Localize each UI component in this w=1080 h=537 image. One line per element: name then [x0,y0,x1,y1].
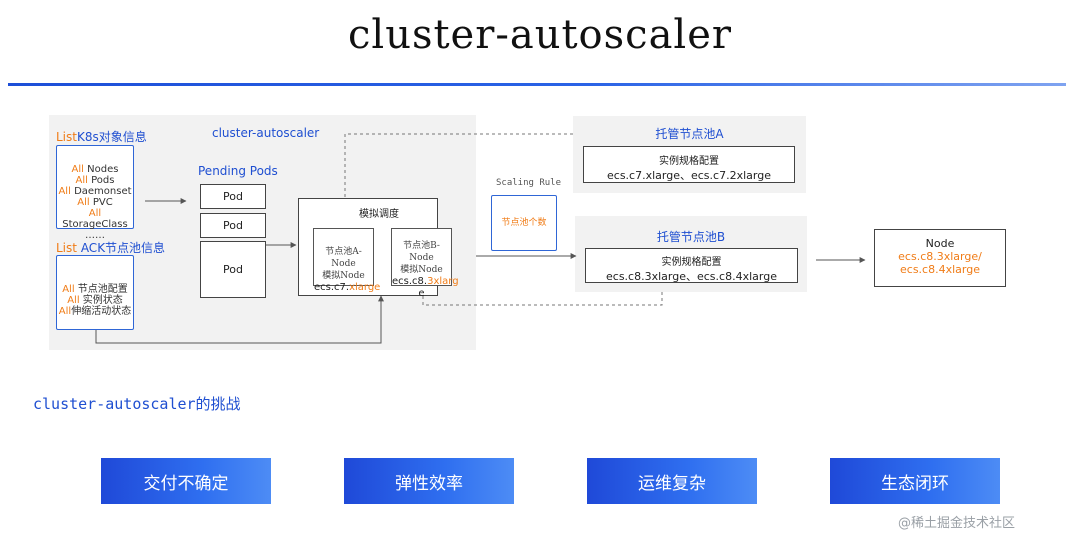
pending-pod: Pod [200,184,266,209]
challenge-ops-complexity: 运维复杂 [587,458,757,504]
k8s-item: All Pods [75,175,115,186]
node-pool-b-spec-box: 实例规格配置 ecs.c8.3xlarge、ecs.c8.4xlarge [585,248,798,283]
pending-pod: Pod [200,213,266,238]
simulate-title: 模拟调度 [359,209,399,220]
title-divider [8,83,1066,86]
dashed-pool-b-to-node-b [420,287,663,306]
ack-pools-doc: All 节点池配置 All 实例状态 All伸缩活动状态 [56,255,134,330]
list-ack-heading: List ACK节点池信息 [56,239,165,256]
list-k8s-heading: ListK8s对象信息 [56,128,147,145]
list-k8s-text: K8s对象信息 [76,130,147,144]
node-pool-a-simulated-node: 节点池A-Node 模拟Node ecs.c7.xlarge [313,228,380,293]
node-pool-a-spec-box: 实例规格配置 ecs.c7.xlarge、ecs.c7.2xlarge [583,146,795,183]
ack-item: All 实例状态 [67,295,123,306]
dashed-pool-a-to-node-a [342,133,573,228]
k8s-item: …… [85,230,105,241]
scaling-rule-label: Scaling Rule [496,178,562,188]
challenge-elastic-efficiency: 弹性效率 [344,458,514,504]
watermark: @稀土掘金技术社区 [898,516,1016,531]
list-ack-prefix: List [56,241,77,255]
challenge-ecosystem-closure: 生态闭环 [830,458,1000,504]
k8s-item: All StorageClass [62,208,128,230]
page-title: cluster-autoscaler [348,12,732,58]
k8s-item: All PVC [77,197,113,208]
autoscaler-label: cluster-autoscaler [212,126,320,140]
k8s-item: All Daemonset [58,186,132,197]
challenge-delivery-uncertain: 交付不确定 [101,458,271,504]
node-pool-a-title: 托管节点池A [655,127,724,141]
k8s-objects-doc: All Nodes All Pods All Daemonset All PVC… [56,145,134,241]
list-k8s-prefix: List [56,130,77,144]
pending-pod: Pod [200,241,266,298]
scaling-rule-doc: 节点池个数 [491,195,557,251]
arrow-ack-to-simulate [95,295,384,344]
k8s-item: All Nodes [71,164,119,175]
pending-pods-label: Pending Pods [198,164,278,178]
node-pool-b-simulated-node: 节点池B-Node 模拟Node ecs.c8.3xlarg e [391,228,459,299]
node-box: Node ecs.c8.3xlarge/ ecs.c8.4xlarge [874,229,1006,287]
challenges-heading: cluster-autoscaler的挑战 [33,395,241,413]
ack-item: All 节点池配置 [62,284,128,295]
node-pool-b-title: 托管节点池B [656,230,726,244]
list-ack-text: ACK节点池信息 [80,241,166,255]
ack-item: All伸缩活动状态 [58,306,132,317]
